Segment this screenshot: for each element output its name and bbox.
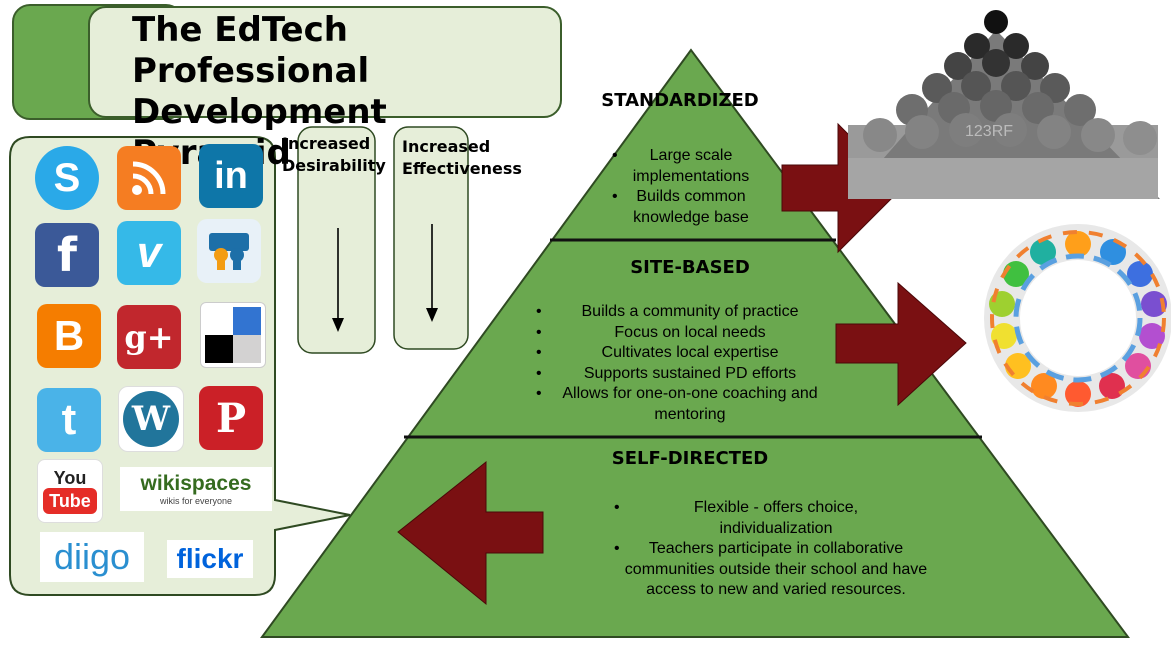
bullet: Builds a community of practice	[536, 302, 840, 323]
twitter-icon: t	[37, 388, 101, 452]
bullet: Cultivates local expertise	[536, 343, 840, 364]
arrow-left-bottom	[397, 460, 544, 606]
desirability-arrow-head	[332, 318, 344, 332]
youtube-icon: You Tube	[37, 459, 103, 523]
wikispaces-logo: wikispaces wikis for everyone	[120, 467, 272, 511]
blogger-icon: B	[37, 304, 101, 368]
desirability-label-line-2: Desirability	[282, 156, 386, 175]
tier-bullets-standardized: Large scale implementations Builds commo…	[612, 146, 766, 228]
desirability-column	[297, 126, 376, 354]
bullet: Focus on local needs	[536, 323, 840, 344]
wordpress-mark: W	[123, 391, 179, 447]
tier-title-self-directed: SELF-DIRECTED	[611, 448, 769, 469]
rss-icon	[117, 146, 181, 210]
wordpress-icon: W	[118, 386, 184, 452]
tier-title-site-based: SITE-BASED	[630, 257, 750, 278]
delicious-icon	[200, 302, 266, 368]
flickr-logo: flickr	[167, 540, 253, 578]
team-circle-image	[984, 224, 1171, 412]
effectiveness-column	[393, 126, 469, 350]
desirability-label-line-1: Increased	[282, 134, 371, 153]
effectiveness-arrow-head	[426, 308, 438, 322]
desirability-label: Increased Desirability	[282, 133, 386, 177]
effectiveness-label: Increased Effectiveness	[402, 136, 522, 180]
crowd-image: 123RF	[848, 10, 1160, 199]
slideshare-icon	[197, 219, 261, 283]
diigo-logo: diigo	[40, 532, 144, 582]
watermark: 123RF	[965, 123, 1013, 140]
tier-bullets-self-directed: Flexible - offers choice, individualizat…	[614, 498, 934, 601]
arrow-right-top	[781, 122, 903, 254]
tier-bullets-site-based: Builds a community of practice Focus on …	[536, 302, 840, 425]
bullet: Builds common knowledge base	[612, 187, 766, 228]
skype-icon: S	[35, 146, 99, 210]
pinterest-icon: P	[199, 386, 263, 450]
tier-title-standardized: STANDARDIZED	[601, 90, 759, 111]
arrow-right-middle	[835, 281, 967, 407]
vimeo-icon: v	[117, 221, 181, 285]
effectiveness-label-line-1: Increased	[402, 137, 491, 156]
effectiveness-label-line-2: Effectiveness	[402, 159, 522, 178]
bullet: Teachers participate in collaborative co…	[614, 539, 934, 601]
bullet: Large scale implementations	[612, 146, 766, 187]
bullet: Allows for one-on-one coaching and mento…	[536, 384, 840, 425]
title-line-1: The EdTech Professional	[132, 10, 370, 91]
facebook-icon: f	[35, 223, 99, 287]
google-plus-icon: g+	[117, 305, 181, 369]
linkedin-icon: in	[199, 144, 263, 208]
title-box	[88, 6, 562, 118]
bullet: Supports sustained PD efforts	[536, 364, 840, 385]
bullet: Flexible - offers choice, individualizat…	[614, 498, 934, 539]
